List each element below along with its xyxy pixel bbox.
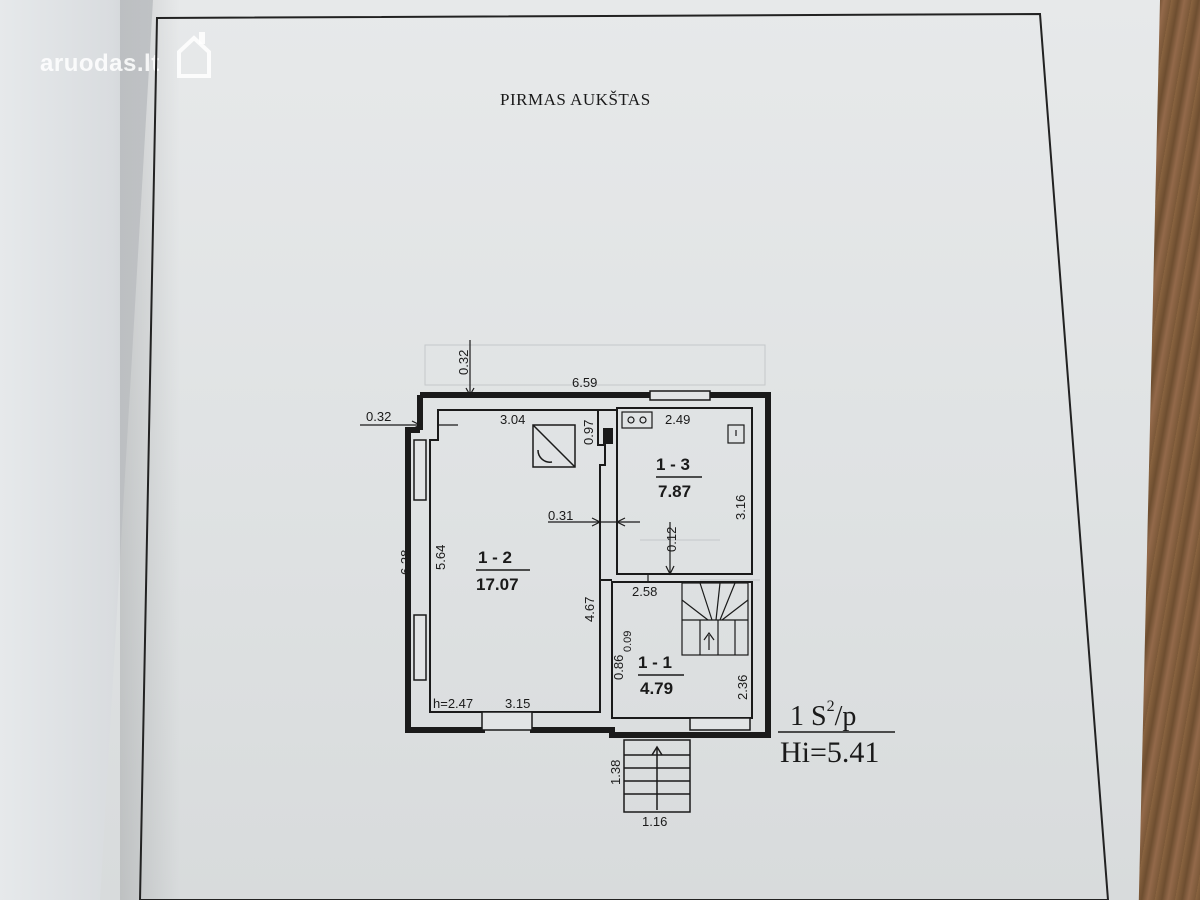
legend-scale: 1 S2/p bbox=[790, 698, 856, 732]
entrance-steps-icon bbox=[623, 739, 691, 813]
dim-overall-width: 6.59 bbox=[572, 375, 597, 390]
dim-room11-b: 0.86 bbox=[611, 655, 626, 680]
dim-stairs-width: 1.16 bbox=[642, 814, 667, 829]
dim-left-wall: 0.32 bbox=[366, 409, 391, 424]
room-1-2-area: 17.07 bbox=[476, 575, 519, 594]
legend-hi: Hi=5.41 bbox=[780, 736, 879, 769]
dim-ceiling-height: h=2.47 bbox=[433, 696, 473, 711]
page-fold-shadow bbox=[120, 0, 180, 900]
dim-stairs-length: 1.38 bbox=[608, 760, 623, 785]
window-bottom-right bbox=[689, 717, 751, 731]
dim-room11-a: 0.09 bbox=[622, 631, 634, 652]
house-logo-icon bbox=[177, 32, 211, 78]
watermark-text: aruodas.lt bbox=[40, 50, 160, 77]
dim-room11-height: 2.36 bbox=[735, 675, 750, 700]
dim-chimney: 0.97 bbox=[581, 420, 596, 445]
dim-room12-bottom: 3.15 bbox=[505, 696, 530, 711]
room-1-1-outline bbox=[611, 581, 753, 719]
room-1-3-id: 1 - 3 bbox=[656, 455, 690, 474]
window-left-1 bbox=[413, 439, 427, 501]
dim-room11-width: 2.58 bbox=[632, 584, 657, 599]
window-left-2 bbox=[413, 614, 427, 681]
boiler-icon bbox=[727, 424, 745, 444]
room-1-3-outline bbox=[616, 407, 753, 575]
sink-icon bbox=[621, 411, 653, 429]
window-top bbox=[649, 390, 711, 401]
dim-overall-height: 6.28 bbox=[398, 550, 413, 575]
chimney-icon bbox=[603, 428, 613, 444]
outer-wall-top-right bbox=[420, 392, 771, 738]
dim-room12-top: 3.04 bbox=[500, 412, 525, 427]
floor-title: PIRMAS AUKŠTAS bbox=[500, 90, 651, 109]
room-1-2-outline bbox=[429, 409, 606, 713]
room-1-1-id: 1 - 1 bbox=[638, 653, 672, 672]
outer-wall-left bbox=[405, 427, 485, 733]
dim-room12-inner: 4.67 bbox=[582, 597, 597, 622]
dim-room12-height: 5.64 bbox=[433, 545, 448, 570]
room-1-1-area: 4.79 bbox=[640, 679, 673, 698]
page-frame bbox=[138, 12, 1110, 900]
room-1-3-area: 7.87 bbox=[658, 482, 691, 501]
stove-icon bbox=[532, 424, 576, 468]
document-page bbox=[100, 0, 1160, 900]
dim-top-wall: 0.32 bbox=[456, 350, 471, 375]
window-bottom bbox=[481, 711, 533, 731]
dim-room13-height: 3.16 bbox=[733, 495, 748, 520]
stairs-icon bbox=[681, 582, 749, 656]
room-1-2-id: 1 - 2 bbox=[478, 548, 512, 567]
dim-partition-small: 0.12 bbox=[664, 527, 679, 552]
dim-room13-width: 2.49 bbox=[665, 412, 690, 427]
dim-partition: 0.31 bbox=[548, 508, 573, 523]
